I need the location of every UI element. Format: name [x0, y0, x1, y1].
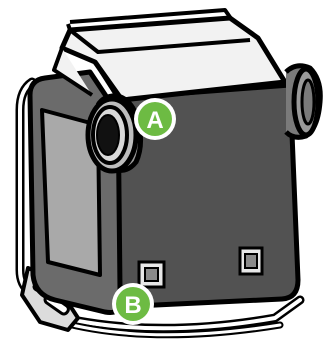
- left-port: [88, 96, 141, 171]
- marker-a: A: [134, 98, 176, 140]
- right-port: [286, 66, 320, 138]
- front-clip-right: [240, 248, 262, 274]
- marker-b: B: [112, 283, 154, 325]
- marker-b-label: B: [124, 292, 141, 319]
- front-clip-left: [139, 262, 164, 287]
- marker-a-label: A: [146, 107, 163, 134]
